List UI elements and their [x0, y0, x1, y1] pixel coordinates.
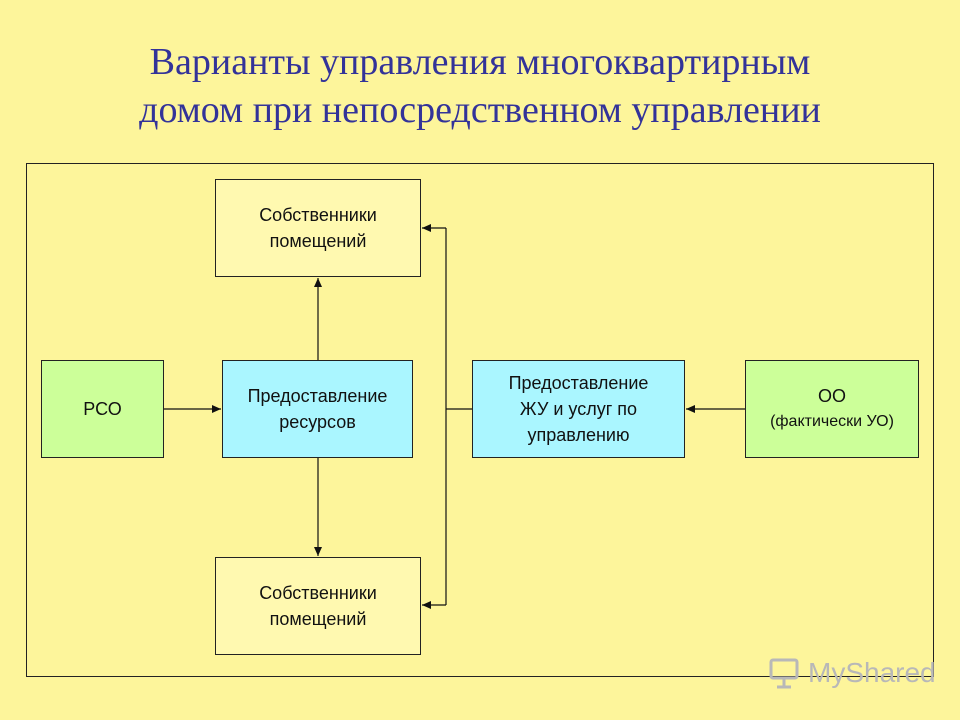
rso-box: РСО: [41, 360, 164, 458]
resources-line-1: Предоставление: [247, 386, 388, 406]
rso-label: РСО: [83, 399, 122, 419]
services-line-3: управлению: [527, 425, 630, 445]
oo-line-2: (фактически УО): [770, 413, 894, 430]
diagram-frame: [26, 163, 934, 677]
watermark-text: MyShared: [808, 657, 936, 688]
oo-line-1: ОО: [817, 386, 846, 406]
presentation-screen-icon: [769, 658, 799, 689]
owners-top-line-2: помещений: [269, 231, 367, 251]
services-line-1: Предоставление: [508, 373, 649, 393]
services-line-2: ЖУ и услуг по: [519, 399, 638, 419]
title-line-1: Варианты управления многоквартирным: [149, 41, 811, 83]
resources-line-2: ресурсов: [279, 412, 356, 432]
owners-bottom-line-1: Собственники: [259, 583, 377, 603]
owners-top-box: Собственники помещений: [215, 179, 421, 277]
title-line-2: домом при непосредственном управлении: [139, 89, 821, 131]
owners-top-line-1: Собственники: [259, 205, 377, 225]
owners-bottom-line-2: помещений: [269, 609, 367, 629]
owners-bottom-box: Собственники помещений: [215, 557, 421, 655]
oo-box: ОО (фактически УО): [745, 360, 919, 458]
resources-box: Предоставление ресурсов: [222, 360, 413, 458]
services-box: Предоставление ЖУ и услуг по управлению: [472, 360, 685, 458]
slide-title: Варианты управления многоквартирным домо…: [0, 38, 960, 134]
watermark-logo: MyShared: [768, 656, 936, 690]
